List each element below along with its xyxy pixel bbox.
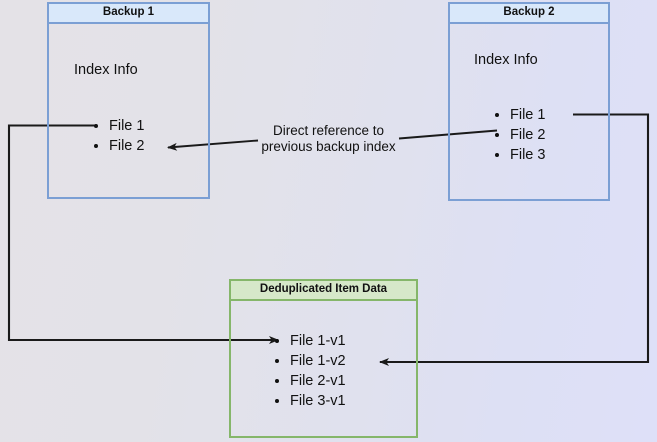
edge-label-line-2: previous backup index (261, 139, 396, 154)
list-item: File 2-v1 (290, 371, 346, 391)
node-dedup-file-list: File 1-v1 File 1-v2 File 2-v1 File 3-v1 (275, 331, 346, 411)
edge-label-direct-reference: Direct reference to previous backup inde… (247, 123, 410, 155)
node-backup2-header-label: Backup 2 (503, 6, 555, 19)
node-backup2-file-list: File 1 File 2 File 3 (495, 105, 545, 165)
list-item: File 3 (510, 145, 545, 165)
node-backup2[interactable] (448, 2, 610, 201)
node-dedup-header: Deduplicated Item Data (229, 279, 418, 301)
node-backup2-header: Backup 2 (448, 2, 610, 24)
list-item: File 1-v1 (290, 331, 346, 351)
list-item: File 2 (109, 136, 144, 156)
list-item: File 3-v1 (290, 391, 346, 411)
node-backup1-header-label: Backup 1 (102, 6, 155, 19)
node-dedup-header-label: Deduplicated Item Data (259, 283, 388, 296)
list-item: File 2 (510, 125, 545, 145)
list-item: File 1-v2 (290, 351, 346, 371)
node-backup2-subtitle: Index Info (474, 52, 538, 68)
edge-label-line-1: Direct reference to (272, 123, 385, 138)
node-backup1[interactable] (47, 2, 210, 199)
list-item: File 1 (109, 116, 144, 136)
node-backup1-file-list: File 1 File 2 (94, 116, 144, 156)
node-backup1-header: Backup 1 (47, 2, 210, 24)
node-backup1-subtitle: Index Info (74, 62, 138, 78)
list-item: File 1 (510, 105, 545, 125)
